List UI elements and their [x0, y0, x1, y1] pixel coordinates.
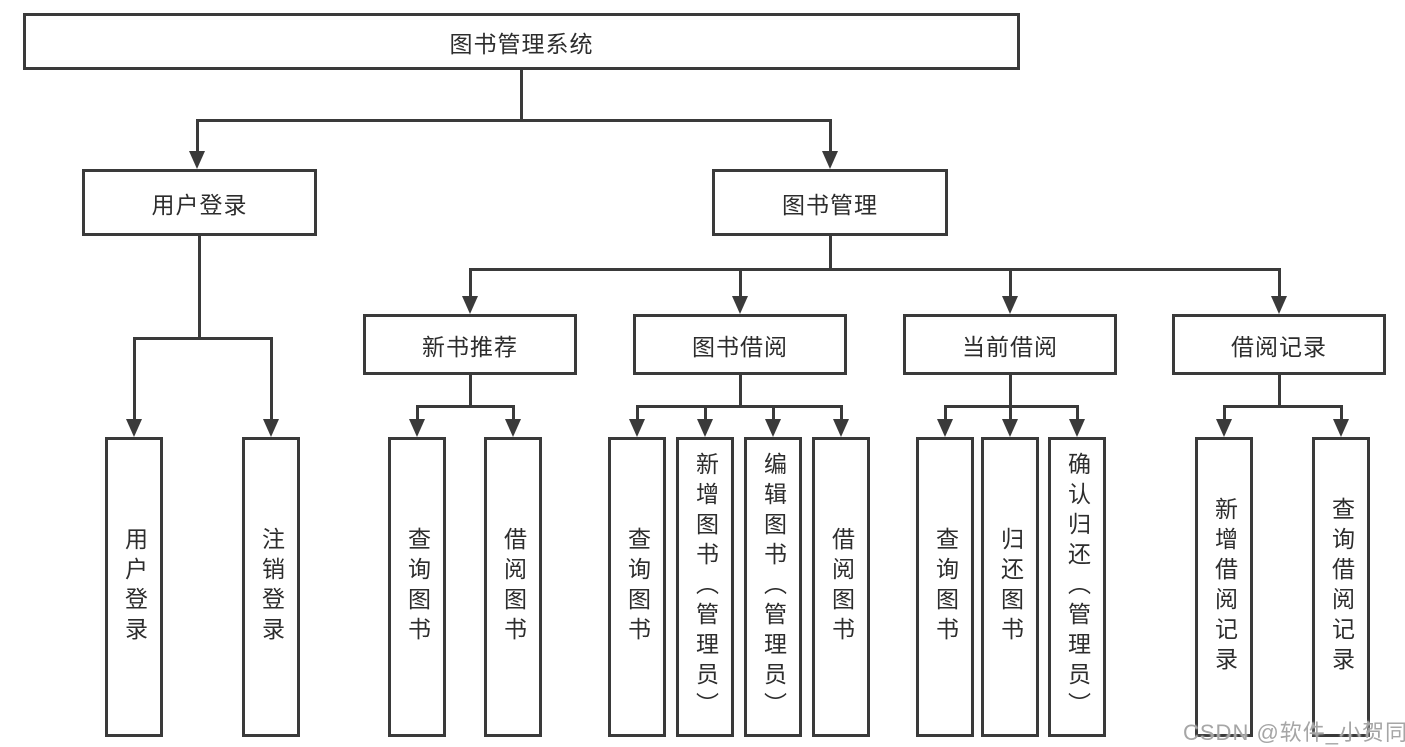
connector-line — [739, 375, 742, 407]
leaf-label: 查询借阅记录 — [1328, 497, 1355, 677]
arrow-down-icon — [1216, 419, 1232, 437]
node-book-management: 图书管理 — [712, 169, 948, 236]
arrow-down-icon — [505, 419, 521, 437]
arrow-down-icon — [629, 419, 645, 437]
node-current-borrowing: 当前借阅 — [903, 314, 1117, 375]
arrow-down-icon — [1002, 296, 1018, 314]
connector-line — [469, 268, 1281, 271]
connector-line — [1223, 405, 1343, 408]
connector-line — [469, 268, 472, 299]
connector-line — [1278, 375, 1281, 407]
connector-line — [1009, 375, 1012, 407]
arrow-down-icon — [833, 419, 849, 437]
leaf-query-books-current: 查询图书 — [916, 437, 974, 737]
connector-line — [739, 268, 742, 299]
leaf-query-borrow-record: 查询借阅记录 — [1312, 437, 1370, 737]
leaf-label: 新增图书（管理员） — [692, 452, 719, 722]
arrow-down-icon — [1271, 296, 1287, 314]
connector-line — [196, 119, 199, 154]
leaf-user-login: 用户登录 — [105, 437, 163, 737]
leaf-label: 新增借阅记录 — [1211, 497, 1238, 677]
arrow-down-icon — [126, 419, 142, 437]
node-label: 新书推荐 — [422, 333, 518, 360]
connector-line — [196, 119, 832, 122]
arrow-down-icon — [937, 419, 953, 437]
node-label: 图书管理 — [782, 191, 878, 218]
connector-line — [772, 405, 775, 422]
leaf-label: 查询图书 — [404, 527, 431, 647]
leaf-label: 借阅图书 — [828, 527, 855, 647]
connector-line — [704, 405, 707, 422]
connector-line — [636, 405, 639, 422]
leaf-query-books-borrowing: 查询图书 — [608, 437, 666, 737]
connector-line — [829, 119, 832, 154]
leaf-label: 注销登录 — [258, 527, 285, 647]
leaf-label: 借阅图书 — [500, 527, 527, 647]
arrow-down-icon — [1333, 419, 1349, 437]
node-label: 借阅记录 — [1231, 333, 1327, 360]
connector-line — [1076, 405, 1079, 422]
leaf-edit-books-admin: 编辑图书（管理员） — [744, 437, 802, 737]
arrow-down-icon — [765, 419, 781, 437]
leaf-confirm-return-admin: 确认归还（管理员） — [1048, 437, 1106, 737]
arrow-down-icon — [1002, 419, 1018, 437]
connector-line — [133, 337, 273, 340]
node-label: 当前借阅 — [962, 333, 1058, 360]
node-user-login: 用户登录 — [82, 169, 317, 236]
connector-line — [1009, 268, 1012, 299]
arrow-down-icon — [822, 151, 838, 169]
leaf-add-borrow-record: 新增借阅记录 — [1195, 437, 1253, 737]
connector-line — [416, 405, 515, 408]
csdn-watermark: CSDN @软件_小贺同学 — [1183, 720, 1405, 745]
connector-line — [270, 337, 273, 422]
node-label: 用户登录 — [151, 191, 248, 218]
connector-line — [512, 405, 515, 422]
leaf-label: 归还图书 — [997, 527, 1024, 647]
leaf-label: 查询图书 — [932, 527, 959, 647]
connector-line — [944, 405, 947, 422]
arrow-down-icon — [462, 296, 478, 314]
node-book-borrowing: 图书借阅 — [633, 314, 847, 375]
node-new-book-recommendation: 新书推荐 — [363, 314, 577, 375]
node-label: 图书借阅 — [692, 333, 788, 360]
leaf-query-books-recommend: 查询图书 — [388, 437, 446, 737]
root-node-label: 图书管理系统 — [449, 30, 594, 57]
connector-line — [469, 375, 472, 407]
arrow-down-icon — [263, 419, 279, 437]
leaf-label: 编辑图书（管理员） — [760, 452, 787, 722]
leaf-label: 用户登录 — [121, 527, 148, 647]
connector-line — [1009, 405, 1012, 422]
node-borrowing-records: 借阅记录 — [1172, 314, 1386, 375]
connector-line — [1340, 405, 1343, 422]
leaf-return-books: 归还图书 — [981, 437, 1039, 737]
leaf-add-books-admin: 新增图书（管理员） — [676, 437, 734, 737]
arrow-down-icon — [697, 419, 713, 437]
connector-line — [133, 337, 136, 422]
connector-line — [829, 236, 832, 270]
connector-line — [1278, 268, 1281, 299]
arrow-down-icon — [409, 419, 425, 437]
root-node-library-management-system: 图书管理系统 — [23, 13, 1020, 70]
leaf-label: 查询图书 — [624, 527, 651, 647]
arrow-down-icon — [1069, 419, 1085, 437]
leaf-borrow-books-borrowing: 借阅图书 — [812, 437, 870, 737]
leaf-label: 确认归还（管理员） — [1064, 452, 1091, 722]
connector-line — [1223, 405, 1226, 422]
leaf-borrow-books-recommend: 借阅图书 — [484, 437, 542, 737]
connector-line — [416, 405, 419, 422]
arrow-down-icon — [732, 296, 748, 314]
leaf-logout: 注销登录 — [242, 437, 300, 737]
arrow-down-icon — [189, 151, 205, 169]
connector-line — [198, 236, 201, 339]
connector-line — [520, 70, 523, 121]
connector-line — [636, 405, 843, 408]
connector-line — [840, 405, 843, 422]
